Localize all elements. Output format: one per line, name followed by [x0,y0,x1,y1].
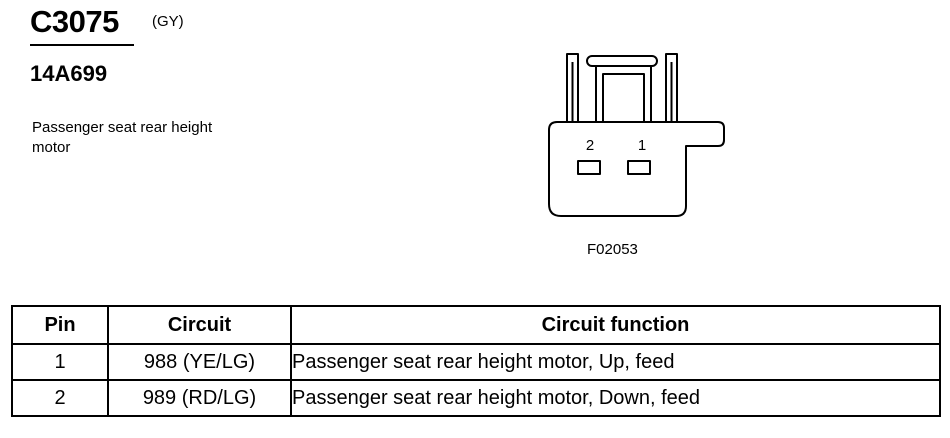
cell-circuit: 989 (RD/LG) [107,379,292,417]
part-number: 14A699 [30,61,108,86]
table-header-row: Pin Circuit Circuit function [11,305,941,345]
header-circuit-function: Circuit function [290,305,941,345]
cell-pin: 2 [11,379,109,417]
cell-pin: 1 [11,343,109,381]
figure-id: F02053 [587,241,638,258]
cell-circuit-function: Passenger seat rear height motor, Up, fe… [290,343,941,381]
table-row: 1 988 (YE/LG) Passenger seat rear height… [11,343,941,381]
cell-circuit-function: Passenger seat rear height motor, Down, … [290,379,941,417]
connector-id: C3075 [30,4,119,39]
right-latch-tab [665,53,678,122]
header-pin: Pin [11,305,109,345]
pin-2-cavity [577,160,601,175]
connector-description: Passenger seat rear height motor [32,119,213,156]
connector-id-underline [30,44,134,46]
pin-1-cavity [627,160,651,175]
connector-body [548,121,725,217]
table-row: 2 989 (RD/LG) Passenger seat rear height… [11,379,941,417]
left-latch-tab [566,53,579,122]
connector-face-diagram: 2 1 [548,53,725,217]
pinout-table: Pin Circuit Circuit function 1 988 (YE/L… [11,305,941,417]
header-circuit: Circuit [107,305,292,345]
cell-circuit: 988 (YE/LG) [107,343,292,381]
connector-color: (GY) [152,13,184,30]
pin-label-2: 2 [586,137,594,154]
pin-label-1: 1 [638,137,646,154]
